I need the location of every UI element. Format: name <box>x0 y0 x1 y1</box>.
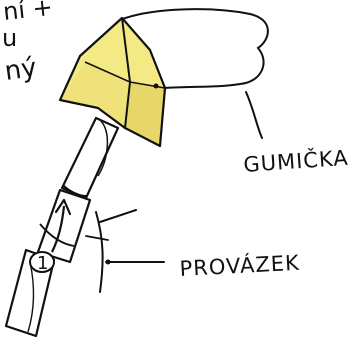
rubber-band-leader <box>246 92 262 138</box>
corner-text-line1: ní + <box>2 0 54 26</box>
string-leader-dot <box>106 260 111 265</box>
corner-text-line2: u <box>2 24 17 52</box>
tube-upper <box>62 118 118 198</box>
tube-middle <box>38 190 90 262</box>
step-marker-number: 1 <box>37 253 48 274</box>
label-rubber-band: GUMIČKA <box>243 145 350 177</box>
string-lines <box>86 210 136 292</box>
corner-text: ní + u ný <box>2 0 54 87</box>
corner-text-line3: ný <box>3 53 39 87</box>
label-string: PROVÁZEK <box>179 250 301 281</box>
